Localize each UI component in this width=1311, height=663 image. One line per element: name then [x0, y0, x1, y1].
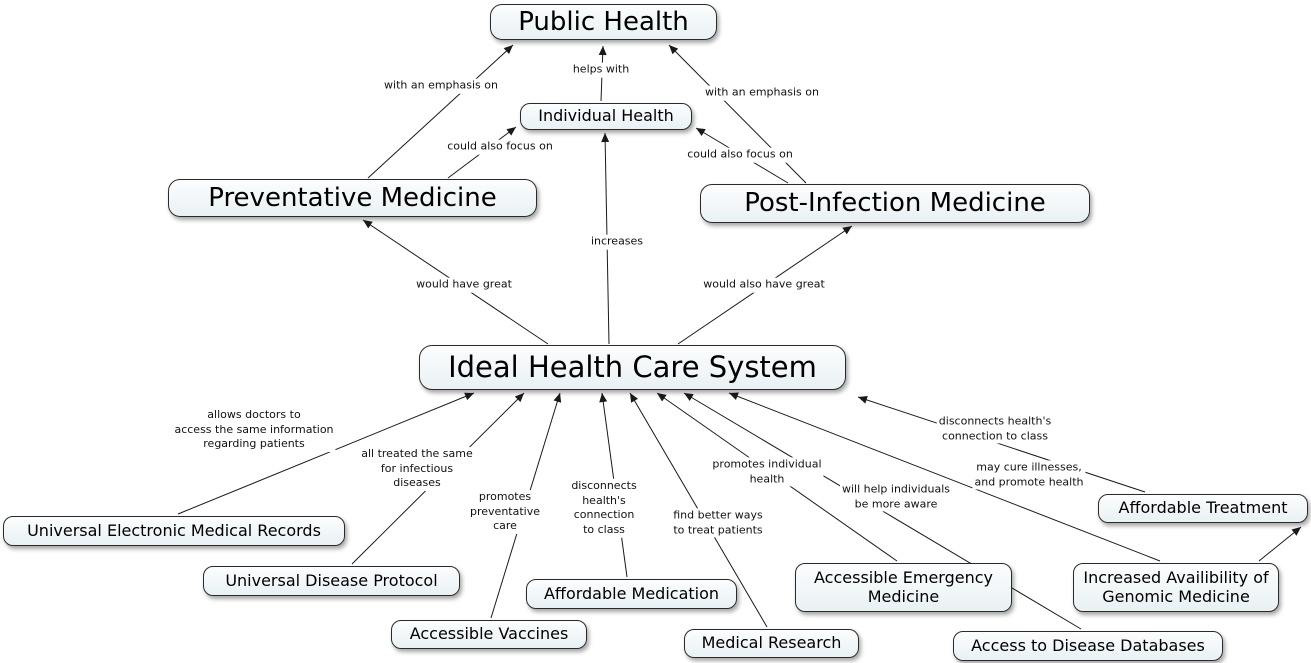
line-genomic-medicine-to-ideal-system	[728, 392, 1161, 562]
node-affordable-medication[interactable]: Affordable Medication	[526, 579, 737, 609]
node-accessible-emergency-medicine[interactable]: Accessible Emergency Medicine	[795, 563, 1012, 612]
line-medical-records-to-ideal-system	[177, 392, 475, 515]
edge-label-promotes-individual-health[interactable]: promotes individual health	[710, 457, 824, 487]
node-access-to-disease-databases[interactable]: Access to Disease Databases	[953, 631, 1223, 661]
edge-label-increases[interactable]: increases	[588, 234, 646, 250]
node-accessible-vaccines[interactable]: Accessible Vaccines	[391, 620, 587, 649]
edge-label-would-also-have-great[interactable]: would also have great	[701, 277, 827, 293]
node-ideal-health-care-system[interactable]: Ideal Health Care System	[419, 345, 846, 390]
line-affordable-treatment-to-ideal-system	[857, 396, 1146, 493]
edge-label-promotes-preventative-care[interactable]: promotes preventative care	[468, 490, 542, 534]
node-medical-research[interactable]: Medical Research	[684, 629, 859, 658]
edge-label-could-also-focus-on-right[interactable]: could also focus on	[685, 147, 795, 163]
edge-label-disconnects-class-left[interactable]: disconnects health's connection to class	[569, 478, 639, 538]
edge-label-could-also-focus-on-left[interactable]: could also focus on	[445, 139, 555, 155]
edge-label-may-cure-illnesses[interactable]: may cure illnesses, and promote health	[972, 460, 1086, 490]
edge-label-find-better-ways[interactable]: find better ways to treat patients	[671, 508, 765, 538]
node-universal-electronic-medical-records[interactable]: Universal Electronic Medical Records	[3, 516, 345, 546]
edge-label-allows-doctors-access[interactable]: allows doctors to access the same inform…	[172, 408, 336, 452]
node-increased-availibility-of-genomic-medicine[interactable]: Increased Availibility of Genomic Medici…	[1073, 563, 1279, 612]
node-public-health[interactable]: Public Health	[490, 4, 717, 40]
node-individual-health[interactable]: Individual Health	[520, 103, 692, 130]
edge-label-will-help-individuals[interactable]: will help individuals be more aware	[839, 482, 953, 512]
edge-label-disconnects-class-right[interactable]: disconnects health's connection to class	[936, 414, 1054, 444]
edge-label-helps-with[interactable]: helps with	[570, 62, 632, 78]
line-genomic-medicine-to-affordable-treatment	[1258, 526, 1302, 562]
edge-label-all-treated-the-same[interactable]: all treated the same for infectious dise…	[359, 447, 475, 491]
node-universal-disease-protocol[interactable]: Universal Disease Protocol	[203, 566, 460, 596]
edge-label-would-have-great[interactable]: would have great	[414, 277, 514, 293]
node-preventative-medicine[interactable]: Preventative Medicine	[168, 179, 537, 217]
edge-label-with-an-emphasis-on-left[interactable]: with an emphasis on	[382, 78, 500, 94]
node-affordable-treatment[interactable]: Affordable Treatment	[1098, 494, 1308, 523]
edge-label-with-an-emphasis-on-right[interactable]: with an emphasis on	[703, 85, 821, 101]
line-preventative-medicine-to-public-health	[367, 44, 514, 179]
node-post-infection-medicine[interactable]: Post-Infection Medicine	[700, 184, 1090, 223]
